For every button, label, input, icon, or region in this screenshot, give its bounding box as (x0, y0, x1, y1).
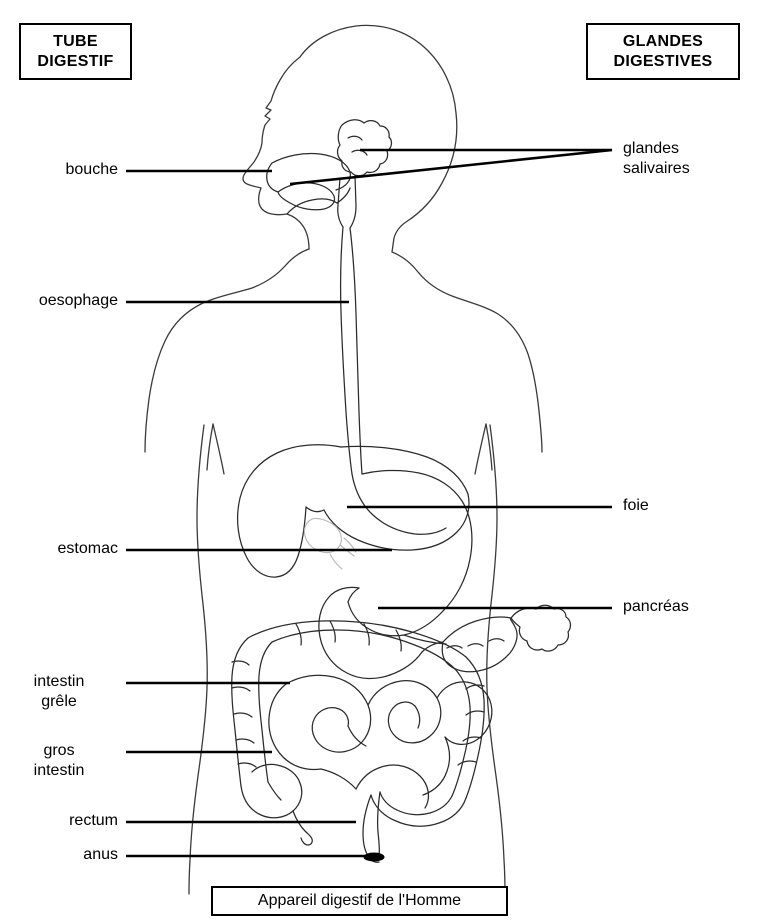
small-intestine (268, 674, 493, 809)
liver (237, 444, 470, 578)
label-pancreas: pancréas (623, 598, 689, 615)
pancreas (441, 604, 572, 673)
gallbladder (303, 517, 357, 570)
leader-lines (126, 148, 613, 858)
stomach (347, 469, 473, 637)
head-profile-outline (242, 24, 458, 253)
label-anus: anus (83, 846, 118, 863)
label-glandes-salivaires: glandes salivaires (623, 140, 690, 177)
oesophagus (339, 226, 363, 475)
heading-tube-digestif: TUBE DIGESTIF (19, 23, 132, 80)
heading-glandes-digestives: GLANDES DIGESTIVES (586, 23, 740, 80)
leader-glandes-salivaires-branch (289, 148, 613, 186)
label-estomac: estomac (57, 540, 118, 557)
torso-outline (144, 248, 543, 895)
label-rectum: rectum (69, 812, 118, 829)
salivary-gland (336, 119, 393, 177)
rectum-anus (362, 791, 385, 863)
pharynx-trachea (337, 175, 357, 229)
figure-caption: Appareil digestif de l'Homme (211, 886, 508, 916)
large-intestine (231, 620, 485, 846)
label-bouche: bouche (65, 161, 119, 178)
label-foie: foie (623, 497, 649, 514)
label-gros-intestin: gros intestin (33, 742, 85, 779)
duodenum (318, 586, 447, 680)
label-intestin-grele: intestin grêle (33, 673, 85, 710)
label-oesophage: oesophage (38, 292, 118, 309)
